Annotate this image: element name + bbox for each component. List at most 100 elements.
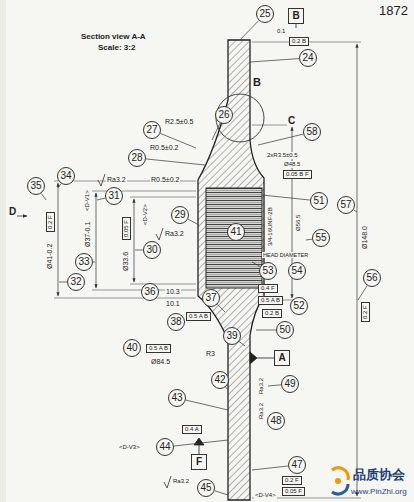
dimension-text: Ra3.2 bbox=[258, 402, 265, 420]
dimension-text: R0.5±0.2 bbox=[150, 176, 180, 184]
callout-number: 47 bbox=[291, 460, 302, 470]
callout-number: 39 bbox=[226, 331, 237, 341]
dimension-lines bbox=[58, 183, 59, 296]
callout-circle: 54 bbox=[288, 262, 306, 280]
callout-number: 40 bbox=[126, 343, 137, 353]
callout-circle: 32 bbox=[67, 273, 85, 291]
callout-number: 29 bbox=[174, 210, 185, 220]
surface-finish-symbol bbox=[98, 174, 105, 186]
callout-number: 51 bbox=[313, 196, 324, 206]
flange-section bbox=[198, 40, 264, 500]
callout-number: 28 bbox=[131, 153, 142, 163]
callout-circle: 42 bbox=[211, 371, 229, 389]
leader-line bbox=[146, 159, 205, 165]
dimension-text: R0.5±0.2 bbox=[149, 144, 179, 152]
callout-number: 30 bbox=[146, 245, 157, 255]
dimension-text: 3/4-16UNF-2B bbox=[267, 206, 274, 247]
callout-circle: 41 bbox=[227, 223, 245, 241]
dimension-lines bbox=[134, 199, 135, 282]
dimension-text: HEAD DIAMETER bbox=[262, 252, 309, 258]
leader-line bbox=[358, 286, 367, 300]
callout-number: 44 bbox=[159, 442, 170, 452]
callout-number: 33 bbox=[78, 257, 89, 267]
leader-line bbox=[258, 134, 303, 145]
dimension-text: D bbox=[8, 206, 17, 218]
dimension-text: <D-V2> bbox=[142, 203, 149, 226]
callout-circle: 55 bbox=[312, 229, 330, 247]
dimension-text: Section view A-A bbox=[80, 32, 147, 41]
dimension-text: <D-V3> bbox=[118, 444, 141, 451]
callout-number: 48 bbox=[270, 416, 281, 426]
callout-number: 43 bbox=[171, 393, 182, 403]
tolerance-frame: 0.2 F bbox=[282, 476, 302, 485]
dimension-lines bbox=[96, 193, 97, 288]
leader-line bbox=[174, 440, 228, 446]
datum-symbol bbox=[250, 352, 257, 364]
leader-line bbox=[252, 466, 288, 470]
extension-lines bbox=[54, 298, 196, 299]
dimension-text: Ø33.6 bbox=[122, 251, 130, 272]
callout-number: 41 bbox=[230, 227, 241, 237]
tolerance-frame: 0.4 F bbox=[258, 284, 278, 293]
callout-circle: 49 bbox=[281, 375, 299, 393]
view-arrow bbox=[16, 216, 27, 217]
tolerance-frame: 0.5 A B bbox=[186, 312, 211, 321]
tolerance-frame: 0.05 B F bbox=[283, 170, 312, 179]
callout-number: 35 bbox=[30, 181, 41, 191]
watermark-logo bbox=[332, 468, 348, 494]
callout-number: 54 bbox=[291, 266, 302, 276]
surface-finish-symbol bbox=[156, 228, 163, 240]
callout-circle: 31 bbox=[105, 187, 123, 205]
paper bbox=[6, 0, 414, 502]
leader-line bbox=[188, 219, 199, 225]
callout-number: 45 bbox=[200, 483, 211, 493]
datum-symbol bbox=[194, 23, 296, 454]
leader-line bbox=[212, 123, 220, 140]
dimension-text: Ø56.5 bbox=[295, 214, 302, 232]
callout-circle: 40 bbox=[123, 339, 141, 357]
dimension-text: B bbox=[252, 76, 262, 89]
dimension-text: <D-V1> bbox=[84, 189, 91, 212]
tolerance-frame: 0.05 F bbox=[282, 487, 305, 496]
leader-line bbox=[262, 195, 310, 200]
dimension-text: Ø148.0 bbox=[361, 225, 369, 250]
callout-circle: 39 bbox=[223, 327, 241, 345]
callout-number: 55 bbox=[315, 233, 326, 243]
dimension-text: Ra3.2 bbox=[258, 377, 265, 395]
leader-line bbox=[93, 262, 95, 263]
leader-line bbox=[41, 193, 46, 200]
callout-circle: 45 bbox=[197, 479, 215, 497]
callout-number: 58 bbox=[306, 127, 317, 137]
dimension-text: 10.1 bbox=[165, 300, 181, 308]
callout-number: 42 bbox=[214, 375, 225, 385]
dimension-text: Ra3.2 bbox=[164, 230, 185, 238]
leader-line bbox=[252, 262, 260, 267]
datum-symbol bbox=[199, 445, 200, 454]
dimension-text: 1872 bbox=[378, 4, 409, 19]
datum-box: F bbox=[191, 454, 207, 470]
callout-number: 37 bbox=[205, 293, 216, 303]
leader-line bbox=[97, 198, 105, 200]
callout-circle: 37 bbox=[202, 289, 220, 307]
dimension-text: C bbox=[287, 115, 296, 127]
extension-lines bbox=[130, 284, 196, 285]
tolerance-frame: 0.4 A bbox=[182, 425, 202, 434]
callout-circle: 48 bbox=[267, 412, 285, 430]
datum-letter: B bbox=[292, 11, 299, 21]
leader-line bbox=[240, 20, 259, 40]
tolerance-frame: 0.05 F bbox=[122, 217, 131, 240]
callout-number: 56 bbox=[366, 273, 377, 283]
dimension-text: Ø41-0.2 bbox=[46, 243, 54, 270]
datum-box: A bbox=[274, 350, 290, 366]
leader-line bbox=[186, 400, 228, 410]
dimension-text: 10.3 bbox=[165, 288, 181, 296]
callout-circle: 43 bbox=[168, 389, 186, 407]
extension-lines bbox=[54, 42, 361, 498]
callout-number: 34 bbox=[60, 171, 71, 181]
callout-circle: 27 bbox=[143, 121, 161, 139]
extension-lines bbox=[130, 197, 196, 198]
leader-line bbox=[135, 250, 143, 251]
watermark: www.PinZhi.org bbox=[350, 487, 408, 496]
leader-line bbox=[217, 304, 225, 312]
